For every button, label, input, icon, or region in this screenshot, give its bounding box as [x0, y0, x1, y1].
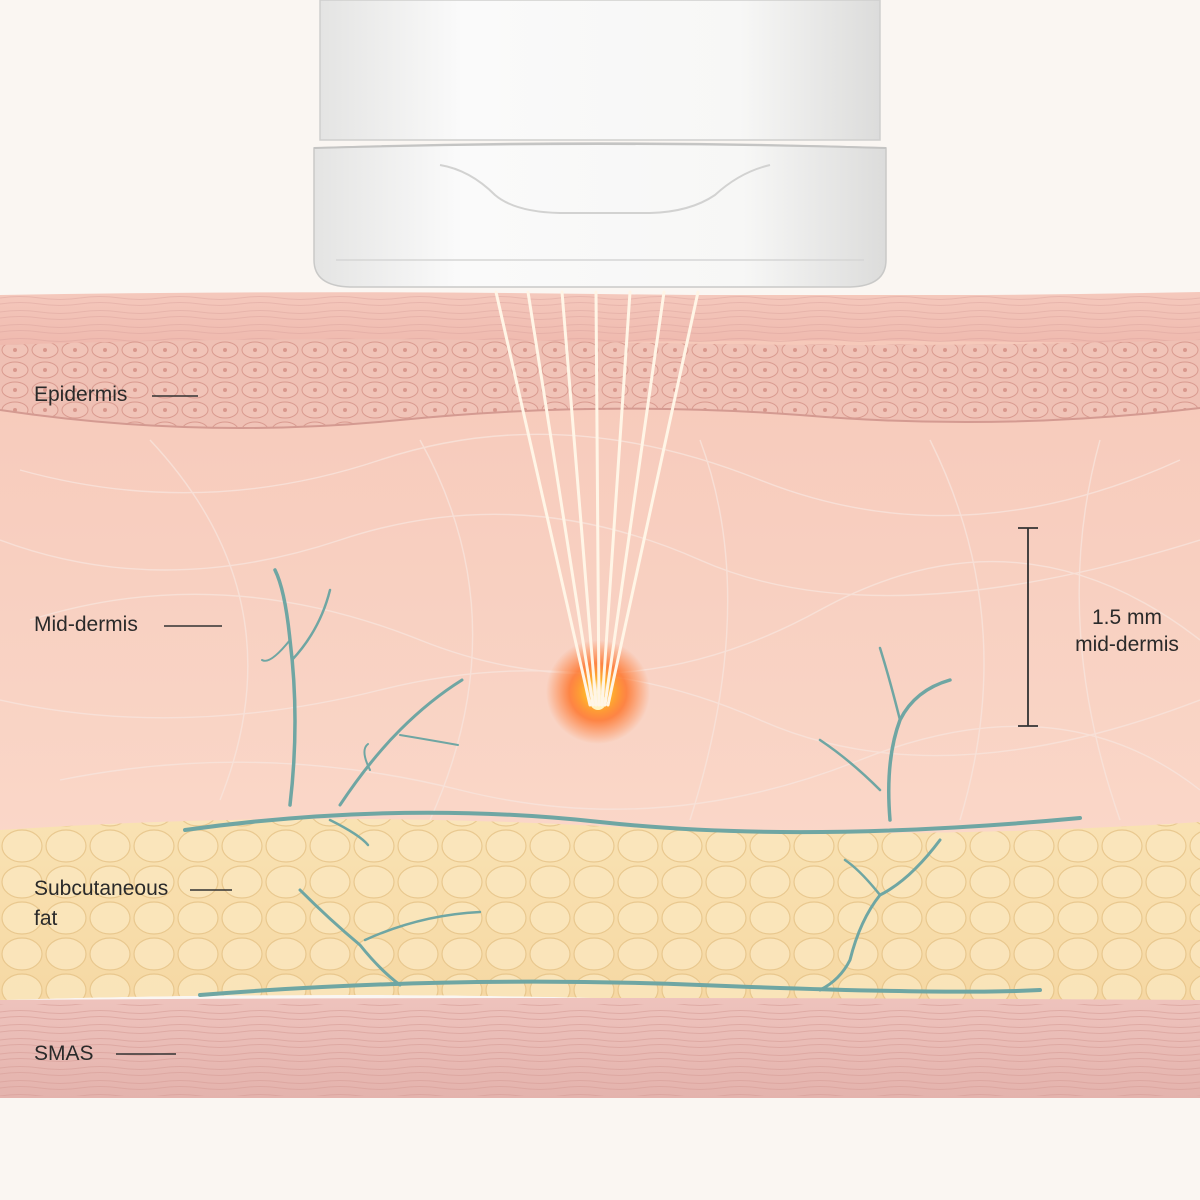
subcutaneous-fat-label: Subcutaneous fat	[34, 874, 168, 934]
blood-vessels	[183, 568, 1082, 997]
depth-layer: mid-dermis	[1075, 633, 1179, 656]
depth-bracket	[1018, 527, 1038, 727]
depth-annotation: 1.5 mm mid-dermis	[1046, 604, 1200, 658]
subcutaneous-fat-layer	[0, 818, 1200, 1003]
smas-label: SMAS	[34, 1042, 94, 1065]
subcutaneous-label-line2: fat	[34, 907, 58, 930]
skin-surface	[0, 292, 1200, 346]
mid-dermis-label: Mid-dermis	[34, 613, 138, 636]
smas-layer	[0, 998, 1200, 1098]
epidermis-label: Epidermis	[34, 383, 128, 406]
ultrasound-transducer-icon	[313, 0, 887, 288]
leader-lines	[116, 395, 232, 1055]
subcutaneous-label-line1: Subcutaneous	[34, 877, 169, 900]
ultrasound-beams	[494, 290, 700, 707]
depth-value: 1.5 mm	[1091, 606, 1162, 629]
